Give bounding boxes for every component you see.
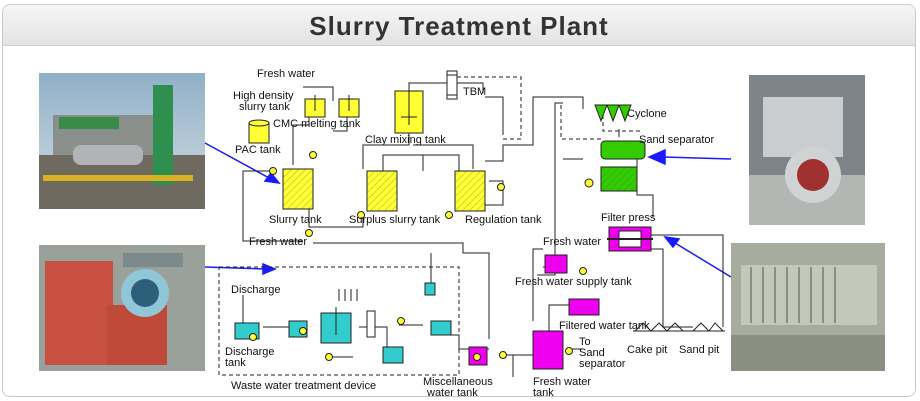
diagram-frame: Slurry Treatment Plant [2, 4, 916, 397]
label-discharge: Discharge [231, 284, 281, 296]
photo-cyclone-separator [749, 75, 865, 225]
label-wastewater: Waste water treatment device [231, 380, 376, 392]
fresh-water-tank [532, 330, 564, 370]
photo-plant-exterior [39, 73, 205, 209]
cmc-tank [248, 119, 270, 144]
label-cyclone: Cyclone [627, 108, 667, 120]
regulation-tank [454, 170, 486, 212]
diagram-title: Slurry Treatment Plant [309, 11, 609, 41]
label-fresh-water-tank-1: Fresh water [533, 376, 591, 388]
label-slurry-tank: Slurry tank [269, 214, 322, 226]
filter-press-icon [607, 226, 653, 252]
label-fresh-water-mid: Fresh water [543, 236, 601, 248]
plant-diagram: Fresh water High density slurry tank CMC… [39, 68, 885, 397]
filtered-water-tank [568, 298, 600, 316]
label-fresh-water-supply: Fresh water supply tank [515, 276, 632, 288]
label-fresh-water-tank-2: tank [533, 387, 554, 397]
label-filter-press: Filter press [601, 212, 656, 224]
label-sand-separator: Sand separator [639, 134, 715, 146]
label-filtered-water: Filtered water tank [559, 320, 650, 332]
label-fresh-water-top: Fresh water [257, 68, 315, 80]
pumps [249, 151, 587, 361]
label-to-sand-3: separator [579, 358, 626, 370]
label-clay: Clay mixing tank [365, 134, 446, 146]
label-sand-pit: Sand pit [679, 344, 719, 356]
surplus-slurry-tank [366, 170, 398, 212]
label-high-density-2: slurry tank [239, 101, 290, 113]
photo-wastewater-tanks [39, 245, 205, 371]
label-to-sand-2: Sand [579, 347, 605, 359]
label-misc-1: Miscellaneous [423, 376, 493, 388]
clay-mixing-tank [394, 85, 424, 134]
high-density-slurry-tank [304, 95, 360, 118]
photo-filter-press [731, 243, 885, 371]
label-cmc: CMC melting tank [273, 118, 361, 130]
slurry-tank [282, 168, 314, 210]
label-regulation: Regulation tank [465, 214, 542, 226]
label-fresh-water-left: Fresh water [249, 236, 307, 248]
title-bar: Slurry Treatment Plant [3, 5, 915, 46]
label-to-sand-1: To [579, 336, 591, 348]
sand-separator-icon [584, 140, 646, 192]
label-discharge-tank-1: Discharge [225, 346, 275, 358]
fresh-water-supply-tank [544, 254, 568, 274]
label-surplus: Surplus slurry tank [349, 214, 441, 226]
tbm-icon [446, 70, 458, 100]
cake-sand-pit [633, 322, 725, 332]
cyclone-icon [594, 104, 632, 123]
waste-water-treatment-device [288, 282, 452, 364]
label-tbm: TBM [463, 86, 486, 98]
label-misc-2: water tank [426, 387, 478, 397]
label-discharge-tank-2: tank [225, 357, 246, 369]
label-cake-pit: Cake pit [627, 344, 667, 356]
piping [242, 82, 724, 377]
label-pac: PAC tank [235, 144, 281, 156]
label-high-density-1: High density [233, 90, 294, 102]
